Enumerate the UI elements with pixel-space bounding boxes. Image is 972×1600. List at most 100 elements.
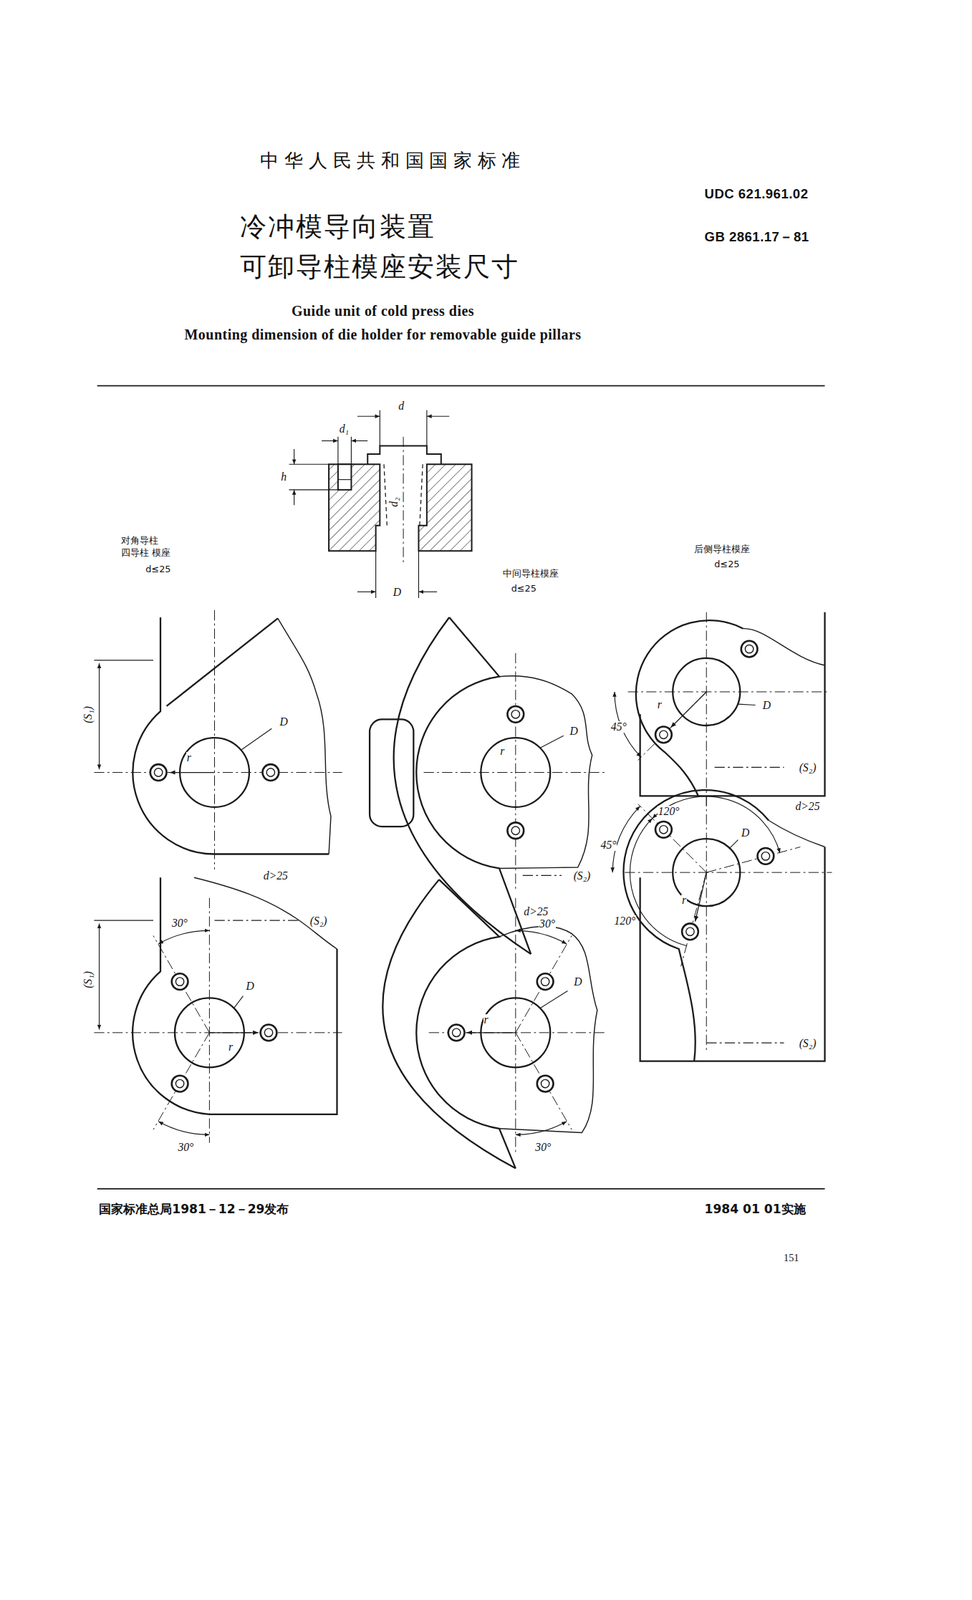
middle-pillar-view [369,617,605,955]
screw-hole [448,1024,465,1041]
footer-text: 1984 01 01实施 [704,1204,806,1217]
dimension-line [214,920,299,922]
dimension-label: (S₂) [798,762,818,774]
screw-hole [260,1024,278,1041]
dimension-label: 120° [613,915,637,927]
extension-line [338,436,352,465]
dimension-label: D [762,699,772,712]
centerline [515,935,572,1130]
radius-arrow [695,872,707,922]
dimension-label: r [681,894,687,907]
centerline [638,691,707,760]
dimension-label: d>25 [522,906,549,918]
dimension-line [357,591,377,593]
dimension-label: 45° [610,721,628,733]
dimension-line [522,875,562,877]
dimension-label: d>25 [262,870,289,882]
holder-outline [416,617,531,955]
centerline [93,898,342,1144]
dimension-line [350,440,368,442]
screw-hole [681,923,699,940]
english-title: Mounting dimension of die holder for rem… [184,328,582,343]
centerline [429,898,605,1154]
angle-arc [652,926,687,947]
angle-arc [515,1121,567,1136]
dimension-label: r [499,745,505,758]
dimension-line [418,591,437,593]
screw-hole [338,464,352,490]
holder-outline [166,618,278,707]
dimension-label: 30° [538,918,556,930]
dimension-line [706,1042,784,1044]
leader-line [234,996,244,1009]
dimension-label: D [740,827,750,839]
screw-hole [338,479,352,480]
break-line [277,618,331,854]
leader-line [737,704,755,705]
guide-pillar [367,446,442,465]
dimension-lines [289,410,450,599]
screw-hole [507,822,524,839]
screw-hole [507,706,524,723]
dimension-label: D [245,980,255,993]
break-line [768,820,825,847]
radius-arrow [169,772,215,773]
diagonal-pillar-view [93,610,342,870]
section-view [289,410,473,599]
holder-outline [623,790,769,1062]
extension-line [93,920,154,922]
dimension-label: d₂ [388,497,400,508]
standard-heading: 中华人民共和国国家标准 [260,151,526,171]
dimension-label: D [568,725,579,738]
english-title: Guide unit of cold press dies [291,304,475,319]
screw-hole [741,641,758,658]
radius-arrow [209,1032,258,1033]
holder-outline [636,620,744,796]
hatched-section [418,464,472,551]
dimension-label: (S₂) [798,1037,818,1050]
screw-hole [655,821,672,839]
dimension-label: 30° [176,1141,195,1154]
angle-arc [652,796,781,854]
holder-outline [382,879,516,1169]
screw-hole [262,764,279,781]
page-number: 151 [783,1252,799,1263]
dimension-label: (S₂) [309,915,329,927]
screw-hole [537,1075,554,1093]
dimension-line [426,416,450,417]
view-caption: d≤25 [510,584,538,594]
footer-text: 国家标准总局1981－12－29发布 [98,1204,289,1217]
radius-arrow [670,691,707,728]
extension-line [93,659,154,661]
dimension-label: D [279,716,289,728]
holder-outline [416,879,516,1169]
centerline [424,653,605,891]
radius-arrow [466,1032,516,1033]
centerline [93,610,342,870]
centerline [403,436,404,564]
dimension-label: r [227,1042,234,1054]
screw-hole [150,764,167,781]
centerline [638,804,801,967]
dimension-label: 30° [171,917,189,930]
screw-hole [171,973,189,990]
footer-rule [97,1188,826,1190]
extension-line [289,464,339,490]
dimension-label: d>25 [794,800,821,813]
dimension-label: (S₂) [573,870,592,882]
dimension-label: h [280,471,288,483]
angle-arc [158,1121,210,1136]
view-caption: 后侧导柱模座 [693,544,751,554]
dimension-label: r [656,699,663,711]
middle-pillar-view-large [382,879,604,1169]
view-caption: 中间导柱模座 [502,569,560,579]
holder-outline [640,847,826,1062]
screw-hole [171,1075,189,1093]
break-line [499,926,598,1133]
leader-line [729,840,739,850]
dimension-line [714,767,785,768]
dimension-label: 120° [657,805,681,818]
dimension-label: (S₁) [82,705,94,725]
dimension-line [293,449,295,465]
screw-hole [655,726,672,743]
